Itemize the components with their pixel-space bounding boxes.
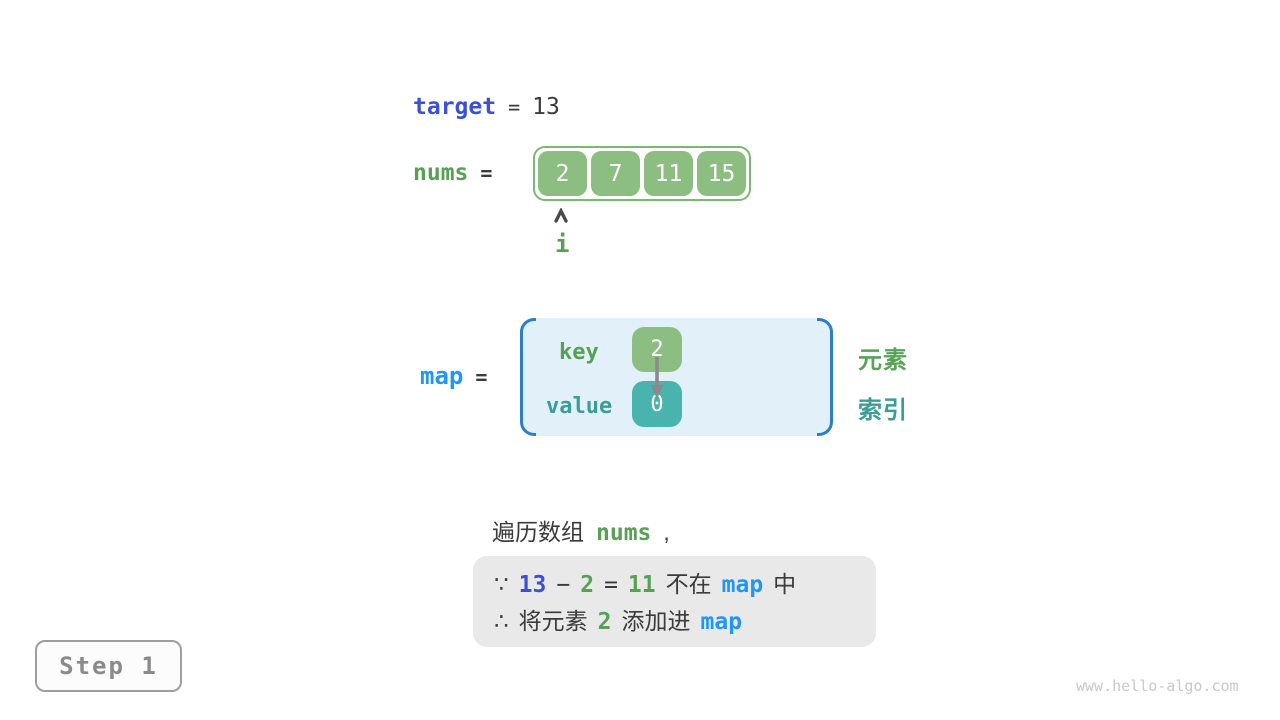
reason-part: 13 xyxy=(518,572,547,598)
step-badge: Step 1 xyxy=(35,640,182,692)
reason-box: ∵ 13−2 = 11 不在 map 中 ∴ 将元素 2 添加进 map xyxy=(473,556,876,647)
target-keyword: target xyxy=(413,94,497,120)
reason-part: map xyxy=(721,572,764,598)
traverse-prefix: 遍历数组 xyxy=(492,519,584,545)
reason-part: − xyxy=(556,572,571,598)
reason-part: 不在 xyxy=(665,571,712,597)
element-side-label: 元素 xyxy=(858,347,908,374)
reason-part: 添加进 xyxy=(621,608,691,634)
map-key-label: key xyxy=(559,340,599,365)
traverse-suffix: , xyxy=(663,519,670,545)
array-cell: 7 xyxy=(591,151,640,196)
reason-part: 11 xyxy=(627,572,656,598)
traverse-nums-keyword: nums xyxy=(596,520,652,546)
target-line: target = 13 xyxy=(413,94,560,120)
map-keyword: map xyxy=(420,362,464,390)
nums-line: nums = xyxy=(413,160,504,186)
array-cell: 15 xyxy=(697,151,746,196)
watermark-url: www.hello-algo.com xyxy=(1076,677,1239,695)
map-equals-sign: = xyxy=(475,365,488,389)
reason-part: 2 xyxy=(597,609,612,635)
reason-part: 将元素 xyxy=(518,608,588,634)
index-pointer-label: i xyxy=(555,230,570,258)
arrow-down-icon xyxy=(650,357,664,399)
map-value-label: value xyxy=(546,394,613,419)
reason-part: 中 xyxy=(773,571,797,597)
nums-equals-sign: = xyxy=(480,161,493,185)
reason-part: = xyxy=(604,572,618,598)
reason-part: map xyxy=(700,609,743,635)
index-side-label: 索引 xyxy=(858,397,908,424)
reason-part: 2 xyxy=(580,572,595,598)
map-right-bracket xyxy=(817,318,833,436)
array-cell: 2 xyxy=(538,151,587,196)
reason-line-2: ∴ 将元素 2 添加进 map xyxy=(489,603,876,640)
caret-up-icon xyxy=(554,208,568,223)
map-container: key 2 value 0 xyxy=(520,318,833,436)
nums-keyword: nums xyxy=(413,160,469,186)
reason-line-1: ∵ 13−2 = 11 不在 map 中 xyxy=(489,566,876,603)
traverse-caption: 遍历数组 nums , xyxy=(492,513,670,547)
target-value: 13 xyxy=(532,94,560,120)
map-line: map = xyxy=(420,362,499,390)
reason-part: ∴ xyxy=(494,608,509,634)
reason-part: ∵ xyxy=(494,571,509,597)
target-equals-sign: = xyxy=(508,95,521,119)
array-cell: 11 xyxy=(644,151,693,196)
map-left-bracket xyxy=(520,318,536,436)
